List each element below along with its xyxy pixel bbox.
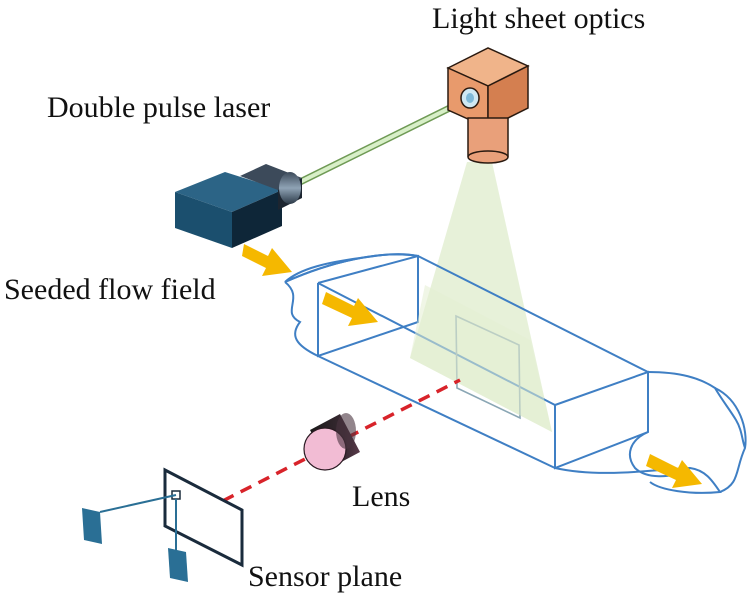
channel-inlet-outline bbox=[284, 281, 319, 357]
channel-inlet-edge bbox=[284, 253, 419, 283]
pixel-zoom-left bbox=[82, 508, 102, 544]
light-sheet-front bbox=[410, 285, 552, 432]
channel-outlet-curve bbox=[714, 387, 747, 493]
label-light-sheet-optics: Light sheet optics bbox=[432, 2, 646, 35]
label-lens: Lens bbox=[352, 480, 411, 513]
label-double-pulse-laser: Double pulse laser bbox=[47, 91, 271, 124]
flow-arrow-outlet bbox=[646, 454, 702, 488]
laser-beam bbox=[296, 94, 474, 186]
flow-arrow-inlet bbox=[242, 244, 292, 276]
label-seeded-flow-field: Seeded flow field bbox=[4, 273, 216, 306]
flow-arrow-channel bbox=[322, 292, 378, 326]
channel-top-left bbox=[284, 253, 419, 283]
light-sheet-optics bbox=[446, 47, 530, 164]
pixel-zoom-bottom bbox=[168, 548, 188, 582]
label-sensor-plane: Sensor plane bbox=[248, 560, 403, 593]
channel-outlet-bottom bbox=[554, 466, 722, 494]
double-pulse-laser bbox=[175, 164, 302, 248]
channel-top-edge bbox=[417, 255, 649, 373]
channel-outlet-top bbox=[647, 371, 746, 449]
lens bbox=[303, 413, 360, 471]
channel-right-section bbox=[554, 370, 649, 470]
channel-bottom-edge bbox=[317, 355, 556, 469]
sensor-plane bbox=[82, 467, 244, 582]
